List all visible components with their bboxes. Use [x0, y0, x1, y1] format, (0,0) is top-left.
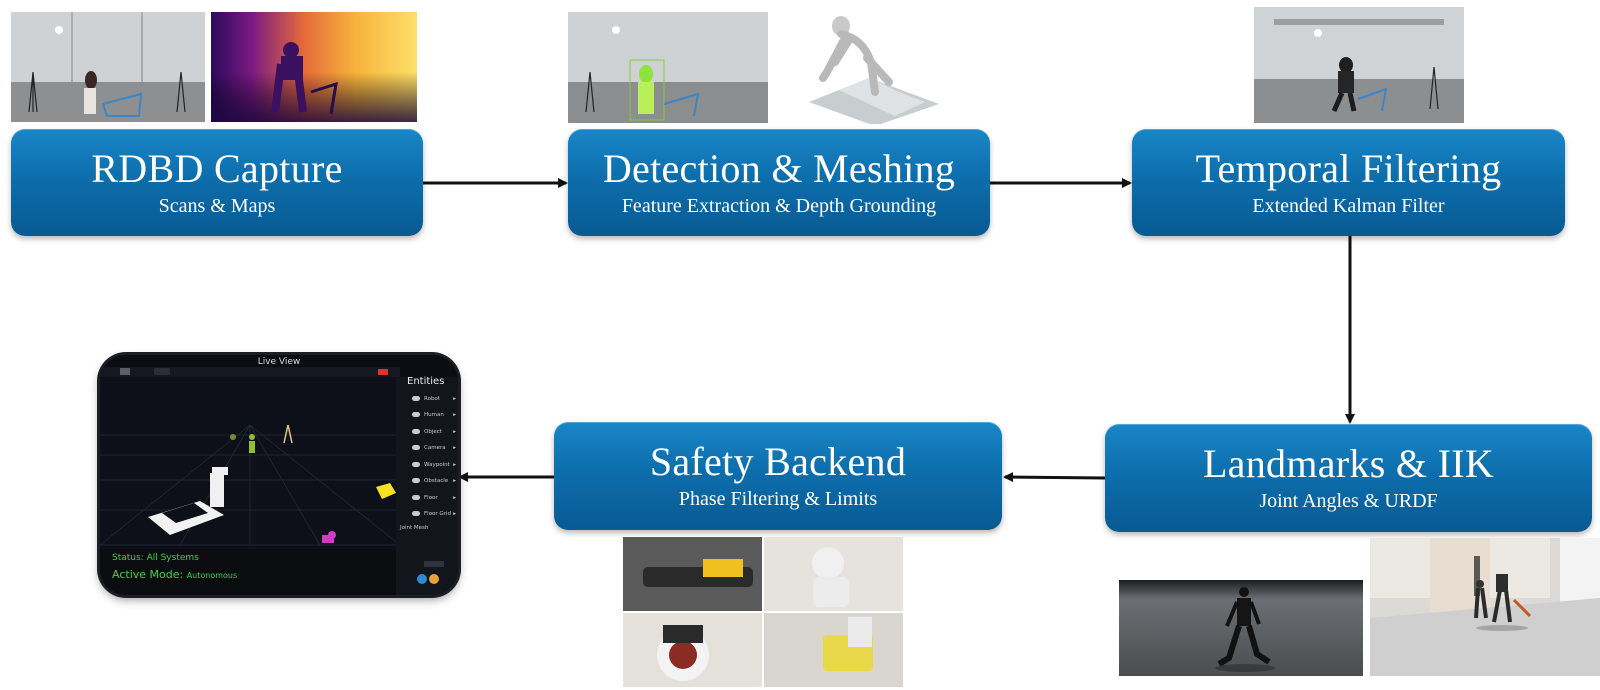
stage-subtitle: Extended Kalman Filter	[1252, 194, 1445, 217]
chevron-right-icon: ▸	[453, 495, 456, 501]
entity-floor[interactable]: Floor ▸	[412, 492, 458, 504]
entity-label: Waypoint	[424, 462, 450, 468]
entity-robot[interactable]: Robot ▸	[412, 393, 458, 405]
entity-label: Floor Grid	[424, 511, 451, 517]
landmarks-sim-image	[1119, 580, 1363, 676]
chevron-right-icon: ▸	[453, 462, 456, 468]
urdf-scene-image	[1370, 538, 1600, 676]
toggle-icon	[412, 445, 420, 450]
stage-title: Landmarks & IIK	[1202, 441, 1495, 486]
stage-subtitle: Phase Filtering & Limits	[678, 488, 878, 510]
active-mode-value: Autonomous	[186, 571, 238, 580]
active-mode: Active Mode: Autonomous	[112, 568, 237, 581]
live-view-title: Live View	[257, 357, 301, 367]
stage-title: Detection & Meshing	[602, 145, 956, 191]
depth-map-image	[211, 12, 417, 122]
toggle-icon	[412, 396, 420, 401]
system-status: Status: All Systems	[112, 553, 199, 563]
stage-title: Safety Backend	[649, 439, 907, 484]
stage-landmarks-iik: Landmarks & IIK Joint Angles & URDF	[1105, 424, 1592, 532]
entity-label: Robot	[424, 396, 440, 402]
chevron-right-icon: ▸	[453, 412, 456, 418]
entity-camera[interactable]: Camera ▸	[412, 442, 458, 454]
toggle-icon	[412, 429, 420, 434]
stage-title: RDBD Capture	[91, 145, 343, 191]
chevron-right-icon: ▸	[453, 445, 456, 451]
arrow-landmarks-to-safety	[1003, 472, 1106, 483]
live-view-panel: Live View	[100, 355, 458, 595]
entity-label: Obstacle	[424, 478, 449, 484]
stage-detection-meshing: Detection & Meshing Feature Extraction &…	[568, 129, 990, 236]
toggle-icon	[412, 462, 420, 467]
toggle-icon	[412, 478, 420, 483]
stage-temporal-filtering: Temporal Filtering Extended Kalman Filte…	[1132, 129, 1565, 236]
chevron-right-icon: ▸	[453, 396, 456, 402]
toggle-icon	[412, 511, 420, 516]
entity-label: Camera	[424, 445, 446, 451]
chevron-right-icon: ▸	[453, 429, 456, 435]
entity-label: Human	[424, 412, 444, 418]
entity-waypoint[interactable]: Waypoint▸	[412, 459, 458, 471]
live-view-scene	[100, 367, 458, 595]
entity-object[interactable]: Object ▸	[412, 426, 458, 438]
stage-rdbd-capture: RDBD Capture Scans & Maps	[11, 129, 423, 236]
entity-label: Object	[424, 429, 442, 435]
active-mode-label: Active Mode:	[112, 568, 184, 581]
stage-subtitle: Scans & Maps	[158, 194, 276, 217]
chevron-right-icon: ▸	[453, 511, 456, 517]
entity-human[interactable]: Human ▸	[412, 409, 458, 421]
detection-image	[568, 12, 768, 123]
toggle-icon	[412, 495, 420, 500]
entities-heading: Entities	[407, 376, 445, 387]
entity-joint-mesh[interactable]: Joint Mesh	[400, 522, 446, 534]
entity-label: Floor	[424, 495, 438, 501]
entity-label: Joint Mesh	[400, 525, 429, 531]
stage-subtitle: Joint Angles & URDF	[1259, 490, 1438, 512]
chevron-right-icon: ▸	[453, 478, 456, 484]
robot-safety-collage	[623, 537, 903, 687]
entity-floor-grid[interactable]: Floor Grid▸	[412, 508, 458, 520]
toggle-icon	[412, 412, 420, 417]
stage-title: Temporal Filtering	[1195, 145, 1502, 191]
rgb-capture-image	[11, 12, 205, 122]
temporal-filter-image	[1254, 7, 1464, 123]
entity-obstacle[interactable]: Obstacle ▸	[412, 475, 458, 487]
stage-subtitle: Feature Extraction & Depth Grounding	[621, 194, 937, 217]
body-mesh-image	[805, 6, 939, 124]
stage-safety-backend: Safety Backend Phase Filtering & Limits	[554, 422, 1002, 530]
